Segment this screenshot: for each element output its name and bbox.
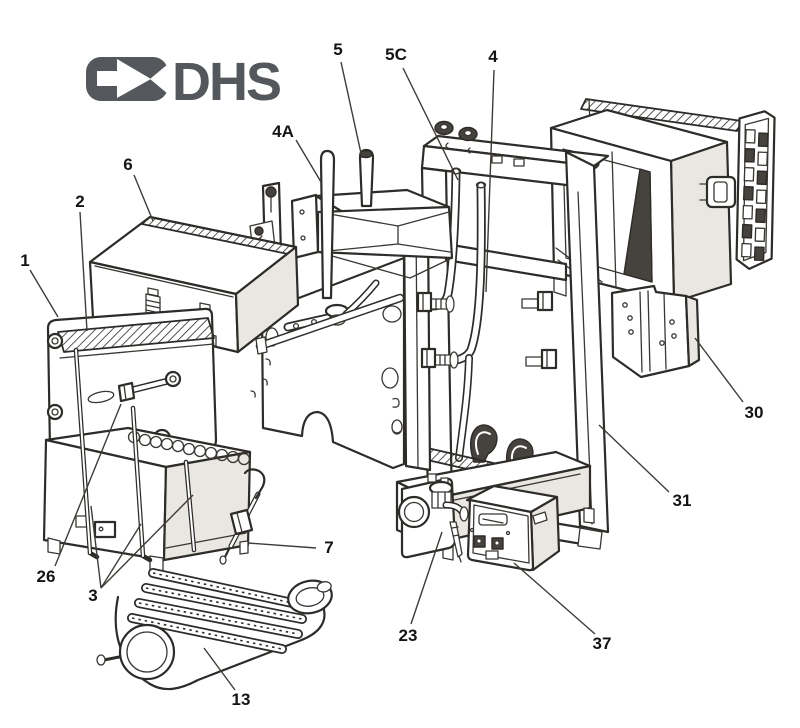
callout-3: 3 (88, 586, 97, 605)
callout-26: 26 (37, 567, 56, 586)
terminal-grid (741, 129, 769, 262)
callout-7: 7 (324, 538, 333, 557)
igniter-electrode-7 (219, 468, 266, 565)
callout-23: 23 (399, 626, 418, 645)
gas-valve-23 (397, 473, 469, 563)
burner-tubes (127, 568, 307, 654)
callout-31: 31 (673, 491, 692, 510)
mounting-bracket-30 (610, 284, 701, 379)
callout-13: 13 (232, 690, 251, 709)
bolt-26 (87, 370, 182, 404)
burner-mounting-plate (249, 181, 459, 472)
logo-arrow-head (117, 59, 151, 98)
callout-2: 2 (75, 192, 84, 211)
logo-text: DHS (172, 52, 280, 112)
connector-box-37 (465, 484, 561, 572)
burner-drum-left (96, 623, 176, 681)
air-duct-funnel (290, 188, 454, 279)
burner-assembly-13 (96, 568, 333, 691)
pipe-4a (319, 149, 336, 300)
cross-rail (255, 293, 405, 355)
hold-down-clamps (469, 424, 534, 477)
terminal-strip (735, 110, 776, 270)
callout-30: 30 (745, 403, 764, 422)
burner-drum-right (287, 579, 333, 615)
callout-1: 1 (20, 251, 29, 270)
pipe-4 (441, 181, 487, 462)
lower-housing-box (42, 426, 252, 572)
callout-labels: 1 2 6 4A 5 5C 4 30 31 7 26 3 13 23 37 (20, 40, 763, 709)
latch-handle (699, 175, 737, 209)
logo-notch (150, 64, 168, 94)
dhs-logo: DHS (86, 52, 282, 112)
pipe-union-fittings (416, 291, 459, 369)
callout-5c: 5C (385, 45, 407, 64)
callout-4a: 4A (272, 122, 294, 141)
frame-pipe-fittings (521, 290, 558, 370)
callout-6: 6 (123, 155, 132, 174)
leader-lines (29, 61, 744, 691)
logo-arrow-shaft (97, 71, 121, 86)
callout-4: 4 (488, 47, 498, 66)
heat-exchanger-block-1 (46, 307, 218, 459)
callout-5: 5 (333, 40, 342, 59)
frame-top-nuts (434, 120, 478, 154)
tie-rods-3 (73, 347, 197, 563)
callout-37: 37 (593, 634, 612, 653)
pipe-5 (358, 148, 375, 208)
